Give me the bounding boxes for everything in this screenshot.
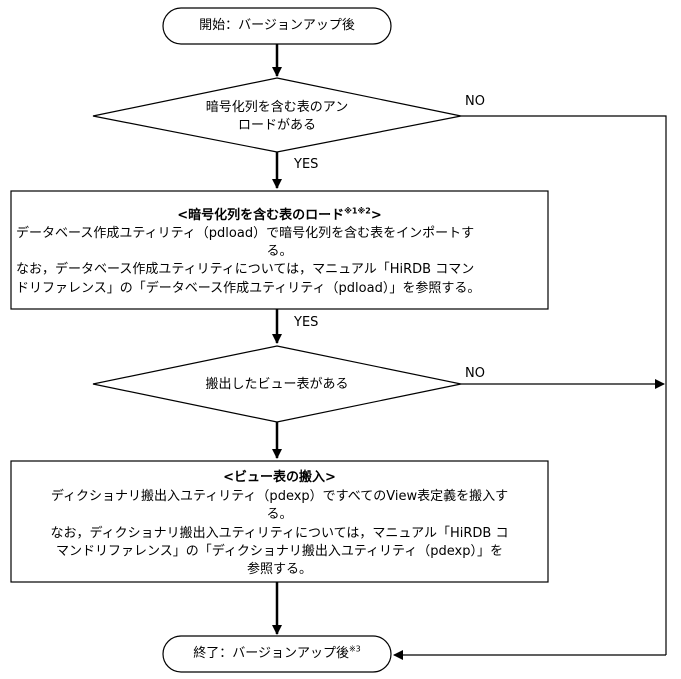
decision1-label-line1: 暗号化列を含む表のアン [205, 100, 349, 115]
end-label: 終了：バージョンアップ後※3 [193, 644, 361, 661]
decision2-label: 搬出したビュー表がある [205, 377, 349, 392]
process2-box [10, 460, 549, 583]
process1-line2: る。 [266, 244, 293, 259]
process2-title: <ビュー表の搬入> [223, 470, 336, 485]
decision1-yes-label: YES [294, 157, 319, 172]
process1-yes-label: YES [294, 315, 319, 330]
decision1-label-line2: ロードがある [237, 118, 316, 133]
process1-line4: ドリファレンス」の「データベース作成ユティリティ（pdload）」を参照する。 [16, 281, 481, 296]
process1-box [10, 190, 549, 310]
decision2-no-label: NO [465, 366, 485, 381]
start-label: 開始：バージョンアップ後 [199, 18, 355, 33]
end-terminal [162, 635, 392, 673]
process2-line2: る。 [266, 507, 293, 522]
no-path-decision1 [461, 115, 667, 655]
process1-line1: データベース作成ユティリティ（pdload）で暗号化列を含む表をインポートす [16, 226, 475, 241]
process1-title: <暗号化列を含む表のロード※1※2> [177, 206, 382, 223]
process2-line3: なお，ディクショナリ搬出入ユティリティについては，マニュアル「HiRDB コ [50, 526, 509, 541]
decision1-no-label: NO [465, 94, 485, 109]
process2-line1: ディクショナリ搬出入ユティリティ（pdexp）ですべてのView表定義を搬入す [50, 489, 509, 504]
process2-line4: マンドリファレンス」の「ディクショナリ搬出入ユティリティ（pdexp）」を [56, 544, 503, 559]
process1-line3: なお，データベース作成ユティリティについては，マニュアル「HiRDB コマン [16, 262, 475, 277]
process2-line5: 参照する。 [246, 562, 312, 577]
